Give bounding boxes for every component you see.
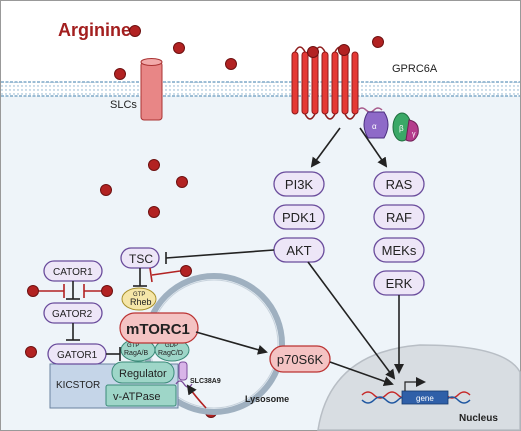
ragcd-label: RagC/D	[158, 350, 183, 357]
meks-node	[373, 237, 425, 263]
arginine-dot	[101, 285, 113, 297]
slc-transporter	[140, 58, 163, 121]
arginine-dot	[114, 68, 126, 80]
regulator-box	[111, 361, 175, 384]
pathway-right: RAS RAF MEKs ERK	[373, 171, 425, 296]
raf-label: RAF	[386, 210, 412, 225]
g-protein	[363, 111, 419, 142]
gtp-rheb-label: GTP	[133, 292, 145, 298]
gene-label: gene	[416, 394, 434, 403]
rheb-label: Rheb	[130, 297, 152, 307]
arginine-dot	[338, 44, 350, 56]
title-arginine: Arginine	[58, 20, 131, 40]
plasma-membrane	[1, 81, 520, 97]
arginine-dot	[148, 159, 160, 171]
inhibit-akt-tsc	[165, 249, 275, 259]
connectors	[66, 127, 404, 387]
ras-label: RAS	[386, 177, 413, 192]
cator1-label: CATOR1	[53, 267, 93, 278]
arginine-dot	[225, 58, 237, 70]
vatpase-box	[105, 384, 177, 407]
arrow-p70s6k-gene	[329, 361, 394, 387]
pi3k-label: PI3K	[285, 177, 314, 192]
arginine-dot	[100, 184, 112, 196]
inhibit-arginine-tsc	[151, 270, 181, 276]
arginine-dot	[307, 46, 319, 58]
arginine-dot	[372, 36, 384, 48]
arginine-dot	[148, 206, 160, 218]
arrow-akt-gene	[307, 261, 396, 380]
rheb	[121, 287, 157, 311]
ras-node	[373, 171, 425, 197]
arginine-inhibitions	[39, 267, 207, 409]
gprc6a-receptor	[291, 46, 383, 120]
akt-label: AKT	[286, 243, 311, 258]
mtorc1-box	[119, 312, 199, 344]
p70s6k-label: p70S6K	[277, 352, 324, 367]
arrow-gprc6a-pi3k	[310, 127, 341, 168]
lysosome-label: Lysosome	[245, 394, 289, 404]
nucleus	[317, 344, 521, 431]
gator1-label: GATOR1	[57, 350, 98, 361]
arginine-dot	[27, 285, 39, 297]
gdp-rag-label: GDP	[165, 343, 178, 349]
arginine-dot	[173, 42, 185, 54]
meks-label: MEKs	[382, 243, 417, 258]
beta-label: β	[399, 124, 404, 133]
kicstor-label: KICSTOR	[56, 380, 100, 391]
inhibit-arginine-tsc-bar	[149, 267, 153, 283]
alpha-label: α	[372, 122, 377, 131]
tsc-label: TSC	[129, 252, 153, 266]
arginine-dot	[180, 265, 192, 277]
gprc6a-label: GPRC6A	[392, 63, 438, 75]
erk-label: ERK	[386, 276, 413, 291]
pathway-left: PI3K PDK1 AKT	[273, 171, 325, 263]
mtorc1-label: mTORC1	[126, 321, 190, 338]
gtp-rag-label: GTP	[127, 343, 139, 349]
arginine-dot	[129, 25, 141, 37]
gator2-label: GATOR2	[52, 309, 93, 320]
arginine-dot	[25, 346, 37, 358]
arginine-dot	[176, 176, 188, 188]
vatpase-label: v-ATPase	[113, 391, 160, 403]
pi3k-node	[273, 171, 325, 197]
arrow-arginine-slc38a9	[186, 384, 207, 409]
slc38a9-label: SLC38A9	[190, 378, 221, 385]
gamma-label: γ	[412, 131, 416, 138]
p70s6k-node	[269, 345, 331, 373]
pdk1-label: PDK1	[282, 210, 316, 225]
arrow-gprc6a-ras	[359, 127, 388, 168]
nucleus-label: Nucleus	[459, 413, 498, 424]
pdk1-node	[273, 204, 325, 230]
regulator-label: Regulator	[119, 368, 167, 380]
raf-node	[373, 204, 425, 230]
slcs-label: SLCs	[110, 99, 137, 111]
arrow-mtorc1-p70s6k	[195, 331, 268, 355]
ragab-label: RagA/B	[124, 350, 148, 357]
slc38a9-box	[178, 361, 188, 381]
